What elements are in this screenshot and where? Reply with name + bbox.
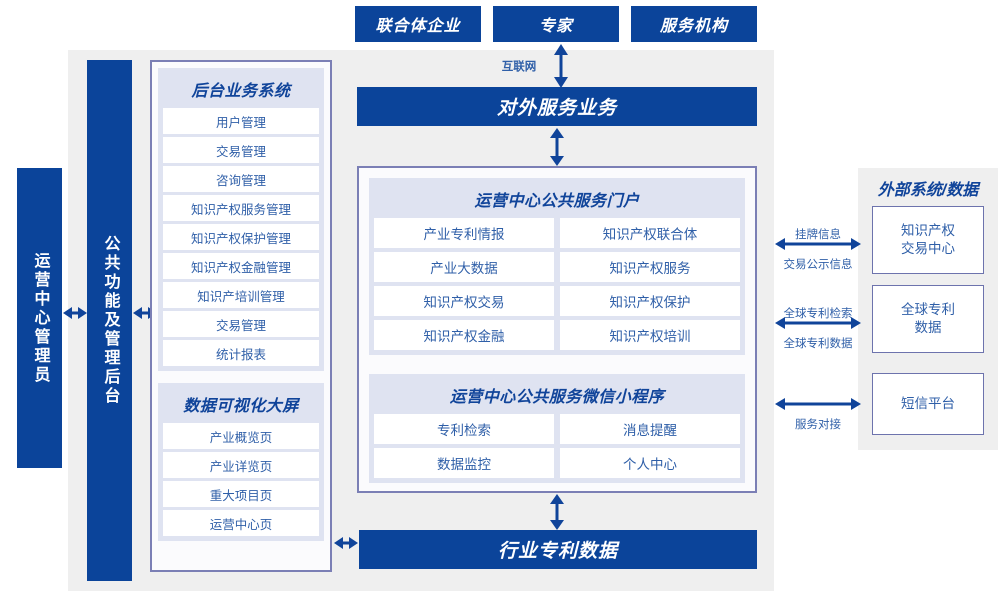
actor-box-service-agency: 服务机构 <box>631 6 757 42</box>
backend-system-title: 后台业务系统 <box>191 83 291 100</box>
backend-system-list: 用户管理 交易管理 咨询管理 知识产权服务管理 知识产权保护管理 知识产权金融管… <box>163 108 319 366</box>
data-visualization-list: 产业概览页 产业详览页 重大项目页 运营中心页 <box>163 423 319 536</box>
grid-item[interactable]: 产业大数据 <box>374 252 554 282</box>
connection-label-global-patent-data: 全球专利数据 <box>783 338 853 350</box>
data-visualization-title: 数据可视化大屏 <box>183 398 299 415</box>
actor-label: 联合体企业 <box>375 18 461 35</box>
list-item[interactable]: 产业概览页 <box>163 423 319 449</box>
actor-label: 专家 <box>538 18 573 35</box>
arrow-portal-to-patent-data <box>546 494 568 530</box>
external-box-ip-trading-center: 知识产权 交易中心 <box>872 206 984 274</box>
list-item[interactable]: 统计报表 <box>163 340 319 366</box>
internet-label: 互联网 <box>501 61 537 73</box>
external-box-global-patent-data: 全球专利 数据 <box>872 285 984 353</box>
grid-item[interactable]: 数据监控 <box>374 448 554 478</box>
wechat-miniprogram-title: 运营中心公共服务微信小程序 <box>449 389 665 406</box>
pillar-label: 公共功能及管理后台 <box>101 235 119 406</box>
connection-label-global-patent-search: 全球专利检索 <box>783 308 853 320</box>
wechat-miniprogram-group: 运营中心公共服务微信小程序 专利检索 消息提醒 数据监控 个人中心 <box>369 374 745 483</box>
wechat-miniprogram-grid: 专利检索 消息提醒 数据监控 个人中心 <box>374 414 740 478</box>
grid-item[interactable]: 知识产权服务 <box>560 252 740 282</box>
industry-patent-data-label: 行业专利数据 <box>497 541 618 562</box>
grid-item[interactable]: 知识产权保护 <box>560 286 740 316</box>
backend-column-panel: 后台业务系统 用户管理 交易管理 咨询管理 知识产权服务管理 知识产权保护管理 … <box>150 60 332 572</box>
list-item[interactable]: 运营中心页 <box>163 510 319 536</box>
grid-item[interactable]: 专利检索 <box>374 414 554 444</box>
external-box-line1: 短信平台 <box>901 395 955 411</box>
external-box-line2: 数据 <box>914 320 942 335</box>
external-box-line1: 知识产权 <box>901 222 955 238</box>
arrow-service-to-portal <box>546 128 568 166</box>
connection-label-service-docking: 服务对接 <box>795 419 841 431</box>
list-item[interactable]: 产业详览页 <box>163 452 319 478</box>
actor-label: 服务机构 <box>659 18 728 35</box>
arrow-admin-to-platform <box>63 305 87 321</box>
data-visualization-group: 数据可视化大屏 产业概览页 产业详览页 重大项目页 运营中心页 <box>158 383 324 541</box>
connection-label-listing-info: 挂牌信息 <box>795 229 841 241</box>
list-item[interactable]: 知识产权保护管理 <box>163 224 319 250</box>
operation-center-admin-pillar: 运营中心管理员 <box>17 168 62 468</box>
grid-item[interactable]: 知识产权培训 <box>560 320 740 350</box>
external-service-bar: 对外服务业务 <box>357 87 757 126</box>
actor-box-expert: 专家 <box>493 6 619 42</box>
grid-item[interactable]: 个人中心 <box>560 448 740 478</box>
external-systems-title: 外部系统/数据 <box>877 182 979 199</box>
pillar-label: 运营中心管理员 <box>31 251 49 385</box>
arrow-sms-platform <box>775 396 861 412</box>
arrow-global-patent-data <box>775 315 861 331</box>
public-portal-title: 运营中心公共服务门户 <box>474 193 640 210</box>
arrow-internet <box>550 44 572 88</box>
common-platform-pillar: 公共功能及管理后台 <box>87 60 132 581</box>
external-service-label: 对外服务业务 <box>496 98 617 119</box>
list-item[interactable]: 咨询管理 <box>163 166 319 192</box>
actor-box-consortium-enterprise: 联合体企业 <box>355 6 481 42</box>
arrow-column-to-patent-data <box>334 535 358 551</box>
connection-label-trade-public-info: 交易公示信息 <box>783 259 853 271</box>
list-item[interactable]: 交易管理 <box>163 137 319 163</box>
grid-item[interactable]: 知识产权金融 <box>374 320 554 350</box>
external-box-line2: 交易中心 <box>901 241 955 256</box>
industry-patent-data-bar: 行业专利数据 <box>359 530 757 569</box>
list-item[interactable]: 知识产权服务管理 <box>163 195 319 221</box>
grid-item[interactable]: 知识产权联合体 <box>560 218 740 248</box>
arrow-ip-trading-center <box>775 236 861 252</box>
backend-system-group: 后台业务系统 用户管理 交易管理 咨询管理 知识产权服务管理 知识产权保护管理 … <box>158 68 324 371</box>
public-portal-grid: 产业专利情报 知识产权联合体 产业大数据 知识产权服务 知识产权交易 知识产权保… <box>374 218 740 350</box>
service-center-panel: 运营中心公共服务门户 产业专利情报 知识产权联合体 产业大数据 知识产权服务 知… <box>357 166 757 493</box>
list-item[interactable]: 交易管理 <box>163 311 319 337</box>
grid-item[interactable]: 产业专利情报 <box>374 218 554 248</box>
list-item[interactable]: 用户管理 <box>163 108 319 134</box>
external-box-line1: 全球专利 <box>901 301 955 317</box>
external-box-sms-platform: 短信平台 <box>872 373 984 435</box>
list-item[interactable]: 知识产权金融管理 <box>163 253 319 279</box>
grid-item[interactable]: 消息提醒 <box>560 414 740 444</box>
list-item[interactable]: 知识产培训管理 <box>163 282 319 308</box>
grid-item[interactable]: 知识产权交易 <box>374 286 554 316</box>
list-item[interactable]: 重大项目页 <box>163 481 319 507</box>
public-portal-group: 运营中心公共服务门户 产业专利情报 知识产权联合体 产业大数据 知识产权服务 知… <box>369 178 745 355</box>
